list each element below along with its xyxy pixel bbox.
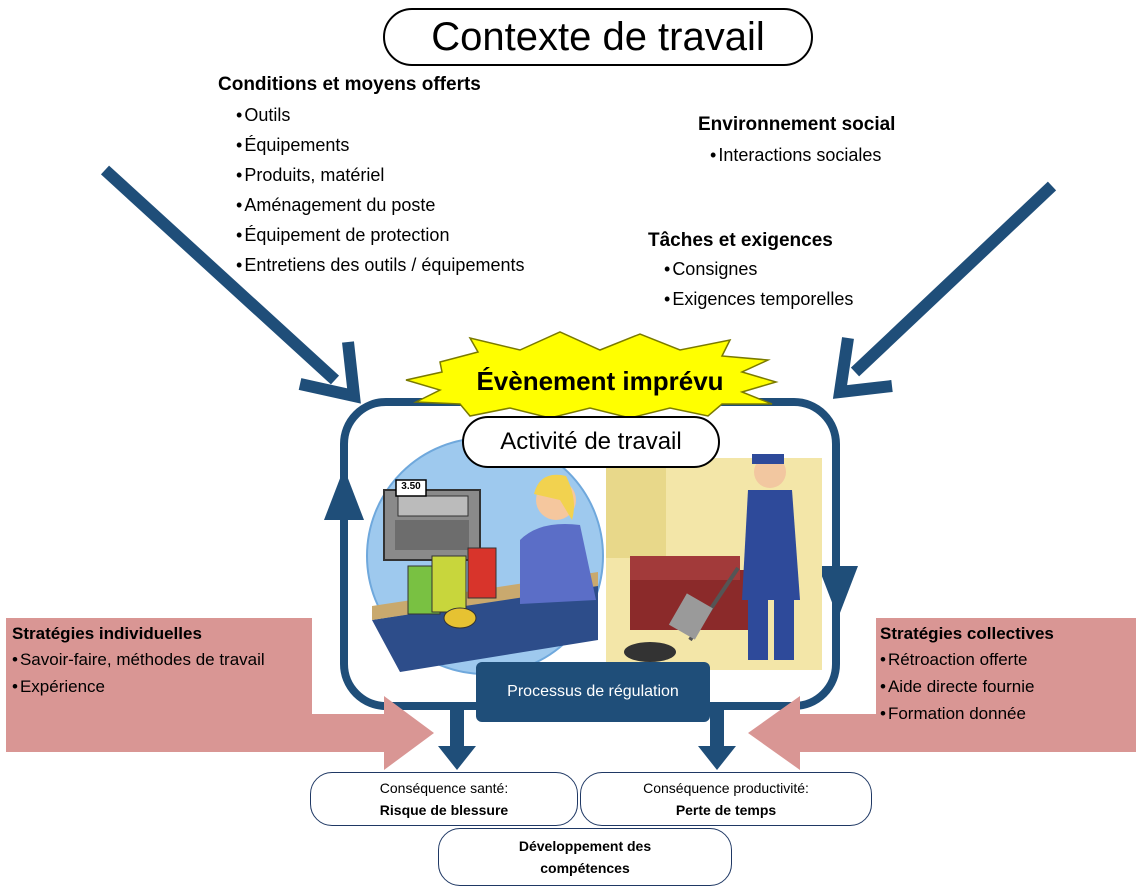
janitor-illustration [606,454,822,670]
consequence-health: Conséquence santé: Risque de blessure [310,772,578,826]
tasks-heading: Tâches et exigences [648,230,833,251]
loop-arrow-down-icon [818,566,858,618]
list-item: Interactions sociales [710,140,895,170]
loop-arrow-up-icon [324,468,364,520]
development-box: Développement des compétences [438,828,732,886]
regulation-box: Processus de régulation [476,662,710,722]
list-item: Aide directe fournie [880,673,1134,700]
arrow-to-health [438,706,476,770]
strategy-individual-list: Savoir-faire, méthodes de travail Expéri… [12,646,308,700]
list-item: Équipement de protection [236,220,524,250]
list-item: Exigences temporelles [664,284,853,314]
environment-heading: Environnement social [698,114,896,135]
list-item: Produits, matériel [236,160,524,190]
consequence-health-value: Risque de blessure [379,802,509,818]
title-box: Contexte de travail [383,8,813,66]
list-item: Équipements [236,130,524,160]
environment-list: Interactions sociales [710,140,895,170]
event-label: Évènement imprévu [476,366,724,396]
consequence-productivity-title: Conséquence productivité: [643,780,809,796]
register-price: 3.50 [401,481,421,492]
conditions-section: Conditions et moyens offerts Outils Équi… [218,74,524,280]
consequence-health-title: Conséquence santé: [379,780,509,796]
list-item: Rétroaction offerte [880,646,1134,673]
event-starburst [405,331,779,419]
regulation-label: Processus de régulation [507,683,679,700]
list-item: Outils [236,100,524,130]
list-item: Formation donnée [880,700,1134,727]
cashier-illustration [366,437,604,675]
strategy-collective-heading: Stratégies collectives [880,624,1054,643]
list-item: Entretiens des outils / équipements [236,250,524,280]
strategy-collective-list: Rétroaction offerte Aide directe fournie… [880,646,1134,727]
strategy-collective: Stratégies collectives Rétroaction offer… [880,624,1134,727]
tasks-section: Tâches et exigences Consignes Exigences … [648,230,853,314]
list-item: Consignes [664,254,853,284]
strategy-individual: Stratégies individuelles Savoir-faire, m… [12,624,308,700]
list-item: Savoir-faire, méthodes de travail [12,646,308,673]
consequence-productivity-value: Perte de temps [675,802,777,818]
list-item: Aménagement du poste [236,190,524,220]
consequence-productivity: Conséquence productivité: Perte de temps [580,772,872,826]
strategy-individual-heading: Stratégies individuelles [12,624,202,643]
arrow-to-productivity [698,706,736,770]
page-title: Contexte de travail [431,14,765,59]
conditions-list: Outils Équipements Produits, matériel Am… [236,100,524,280]
activity-box: Activité de travail [462,416,720,468]
development-label: Développement des compétences [518,838,652,876]
conditions-heading: Conditions et moyens offerts [218,74,481,95]
environment-section: Environnement social Interactions social… [698,114,895,170]
activity-label: Activité de travail [500,428,682,455]
tasks-list: Consignes Exigences temporelles [664,254,853,314]
list-item: Expérience [12,673,308,700]
context-arrow-right [832,181,1057,399]
context-arrow-left [100,165,361,404]
